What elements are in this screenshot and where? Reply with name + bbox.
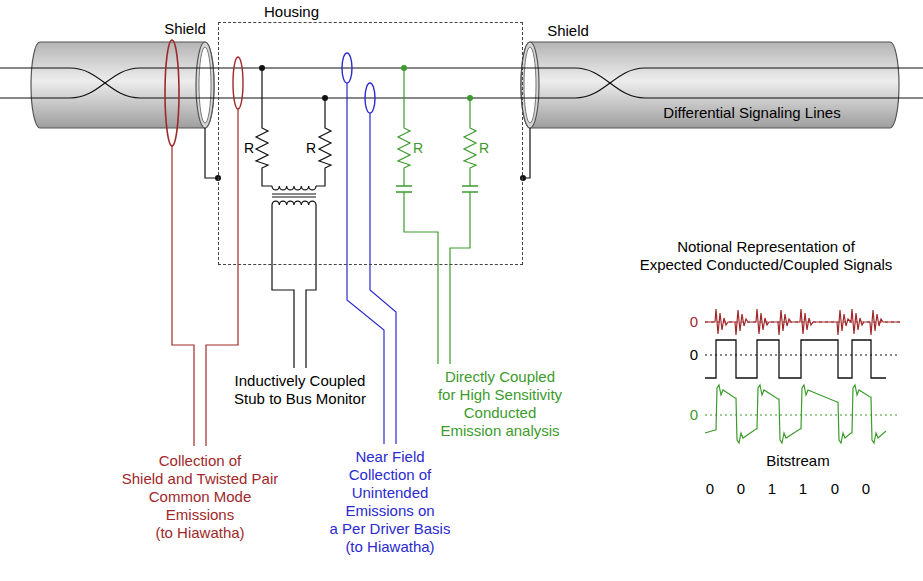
cable-shield xyxy=(31,42,214,128)
stub-wire xyxy=(306,205,316,368)
coupling-wire xyxy=(404,192,438,364)
resistor-symbol xyxy=(256,68,272,186)
signal-line xyxy=(0,68,923,98)
conducted-waveform xyxy=(705,385,886,443)
zero-level-label: 0 xyxy=(690,313,698,331)
coupling-wire xyxy=(450,192,470,364)
resistor-symbol xyxy=(464,98,476,186)
housing-box: Housing xyxy=(218,22,523,265)
cable-shield xyxy=(521,42,899,128)
callout-label: Near Field Collection of Unintended Emis… xyxy=(330,448,451,556)
probe-wire xyxy=(347,83,384,444)
shield-wire xyxy=(523,128,530,178)
transformer-secondary xyxy=(272,201,316,205)
common-mode-waveform xyxy=(705,309,900,335)
bit-value: 0 xyxy=(706,480,714,498)
baseline xyxy=(705,415,900,416)
junction-dot xyxy=(259,65,265,71)
resistor-label: R xyxy=(306,139,316,157)
bit-value: 1 xyxy=(799,480,807,498)
near-field-probe xyxy=(342,53,352,83)
resistor-symbol xyxy=(398,68,410,186)
callout-label: Inductively Coupled Stub to Bus Monitor xyxy=(234,372,366,408)
resistor-symbol xyxy=(316,98,331,186)
housing-label: Housing xyxy=(264,3,319,21)
axis-label: Bitstream xyxy=(766,452,829,470)
junction-dot xyxy=(401,65,407,71)
bit-value: 1 xyxy=(768,480,776,498)
cable-opening-inner xyxy=(199,47,211,123)
shield-label: Shield xyxy=(164,20,206,38)
signal-lines-label: Differential Signaling Lines xyxy=(663,104,840,122)
probe-wire xyxy=(370,113,396,444)
common-mode-probe xyxy=(165,40,179,146)
bitstream-waveform xyxy=(705,340,886,378)
shield-wire xyxy=(205,128,218,178)
transformer-core xyxy=(272,194,316,197)
cable-opening xyxy=(196,42,214,128)
resistor-label: R xyxy=(244,139,254,157)
signal-line xyxy=(0,68,923,98)
resistor-label: R xyxy=(413,139,423,157)
stub-wire xyxy=(272,205,294,368)
junction-dot xyxy=(322,95,328,101)
probe-wire xyxy=(172,146,194,446)
callout-label: Collection of Shield and Twisted Pair Co… xyxy=(122,452,279,542)
cable-opening xyxy=(521,42,539,128)
shield-label: Shield xyxy=(547,22,589,40)
zero-level-label: 0 xyxy=(690,346,698,364)
junction-dot xyxy=(520,175,526,181)
bit-value: 0 xyxy=(737,480,745,498)
panel-heading: Notional Representation of Expected Cond… xyxy=(640,238,893,274)
zero-level-label: 0 xyxy=(690,406,698,424)
capacitor-symbol xyxy=(396,186,478,192)
transformer-primary xyxy=(272,186,316,190)
probe-wire xyxy=(206,109,238,446)
resistor-label: R xyxy=(479,139,489,157)
junction-dot xyxy=(467,95,473,101)
callout-label: Directly Coupled for High Sensitivity Co… xyxy=(438,368,562,440)
near-field-probe xyxy=(365,83,375,113)
cable-opening-inner xyxy=(524,47,536,123)
bit-value: 0 xyxy=(862,480,870,498)
common-mode-probe xyxy=(233,57,243,109)
bit-value: 0 xyxy=(831,480,839,498)
